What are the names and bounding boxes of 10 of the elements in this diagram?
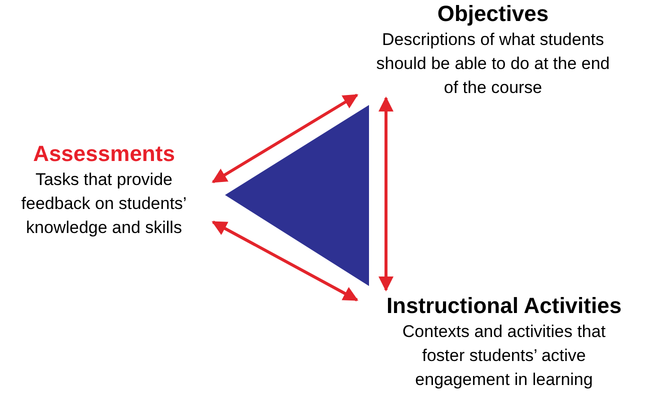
double-arrow (212, 94, 358, 184)
double-arrow (212, 220, 358, 302)
description: Descriptions of what students should be able to do at the end of the course (375, 29, 611, 99)
heading: Instructional Activities (386, 292, 622, 320)
heading: Assessments (33, 140, 175, 168)
double-arrow (378, 96, 394, 292)
triangle-shape (225, 105, 369, 286)
description: Contexts and activities that foster students’ active engagement in learning (401, 321, 607, 391)
description: Tasks that provide feedback on students’ knowledge and skills (20, 169, 188, 239)
heading: Objectives (437, 0, 549, 28)
